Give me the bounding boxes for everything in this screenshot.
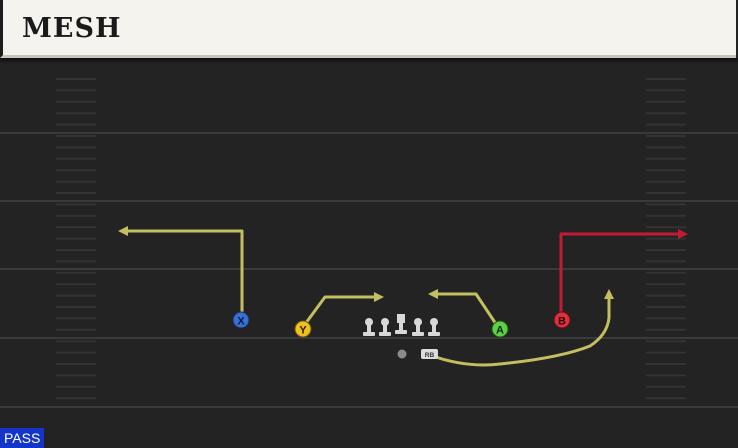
- rb-label: RB: [425, 352, 435, 359]
- a-receiver[interactable]: A: [491, 320, 509, 338]
- y-receiver-label: Y: [299, 325, 307, 337]
- center-icon: [395, 314, 407, 334]
- rb-player[interactable]: RB: [421, 349, 438, 359]
- quarterback-marker: [397, 349, 407, 359]
- play-field: RB X Y A B: [0, 78, 738, 408]
- play-title: MESH: [22, 13, 122, 44]
- x-route: [118, 226, 244, 318]
- lineman-icon: [412, 318, 424, 336]
- yard-lines: [0, 132, 738, 408]
- lineman-icon: [428, 318, 440, 336]
- offensive-line: [363, 314, 440, 336]
- routes: [118, 226, 688, 367]
- a-receiver-label: A: [496, 325, 504, 337]
- a-route: [428, 289, 500, 328]
- lineman-icon: [379, 318, 391, 336]
- hash-marks: [56, 78, 686, 400]
- b-receiver-label: B: [558, 316, 566, 328]
- play-header: MESH: [0, 0, 736, 58]
- header-divider: [0, 58, 738, 64]
- x-receiver-label: X: [237, 316, 245, 328]
- rb-badge: [421, 349, 438, 359]
- y-receiver[interactable]: Y: [294, 320, 312, 338]
- y-route: [301, 292, 384, 328]
- b-route: [559, 229, 688, 318]
- b-receiver[interactable]: B: [553, 311, 571, 329]
- x-receiver[interactable]: X: [232, 311, 250, 329]
- lineman-icon: [363, 318, 375, 336]
- play-type-badge: PASS: [0, 428, 45, 448]
- rb-route: [429, 289, 614, 367]
